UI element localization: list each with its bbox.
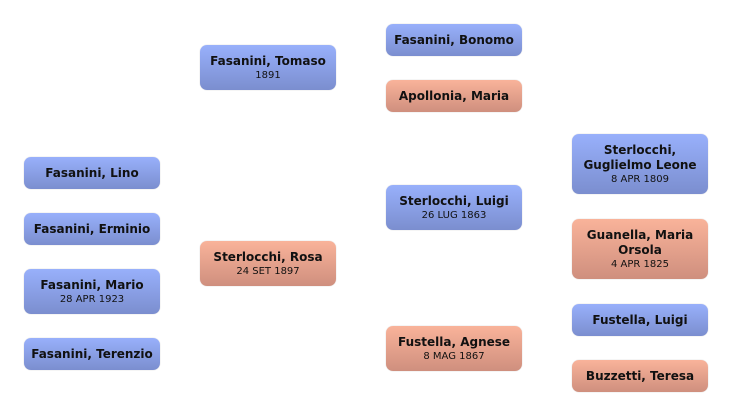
person-date: 26 LUG 1863 — [421, 209, 487, 221]
person-name: Guanella, Maria Orsola — [586, 227, 694, 257]
person-name: Sterlocchi, Luigi — [399, 193, 509, 208]
person-name: Fasanini, Bonomo — [394, 32, 514, 47]
person-name: Fasanini, Terenzio — [31, 346, 153, 361]
person-name: Fasanini, Mario — [40, 277, 144, 292]
person-name: Sterlocchi, Rosa — [213, 249, 323, 264]
person-name: Fustella, Luigi — [592, 312, 688, 327]
person-name: Fasanini, Erminio — [33, 221, 151, 236]
person-date: 8 MAG 1867 — [423, 350, 485, 362]
person-box-fasanini-erminio[interactable]: Fasanini, Erminio — [24, 213, 160, 245]
person-name: Fasanini, Lino — [45, 165, 139, 180]
person-name: Fasanini, Tomaso — [210, 53, 326, 68]
person-date: 4 APR 1825 — [611, 258, 669, 270]
person-box-fasanini-lino[interactable]: Fasanini, Lino — [24, 157, 160, 189]
person-box-apollonia-maria[interactable]: Apollonia, Maria — [386, 80, 522, 112]
person-name: Buzzetti, Teresa — [585, 368, 695, 383]
person-date: 28 APR 1923 — [59, 293, 125, 305]
person-box-fasanini-terenzio[interactable]: Fasanini, Terenzio — [24, 338, 160, 370]
person-name: Sterlocchi, Guglielmo Leone — [583, 142, 697, 172]
person-date: 1891 — [255, 69, 281, 81]
person-date: 24 SET 1897 — [236, 265, 300, 277]
person-box-fustella-luigi[interactable]: Fustella, Luigi — [572, 304, 708, 336]
person-name: Apollonia, Maria — [398, 88, 510, 103]
person-date: 8 APR 1809 — [611, 173, 669, 185]
person-name: Fustella, Agnese — [397, 334, 511, 349]
person-box-fasanini-bonomo[interactable]: Fasanini, Bonomo — [386, 24, 522, 56]
person-box-buzzetti-teresa[interactable]: Buzzetti, Teresa — [572, 360, 708, 392]
